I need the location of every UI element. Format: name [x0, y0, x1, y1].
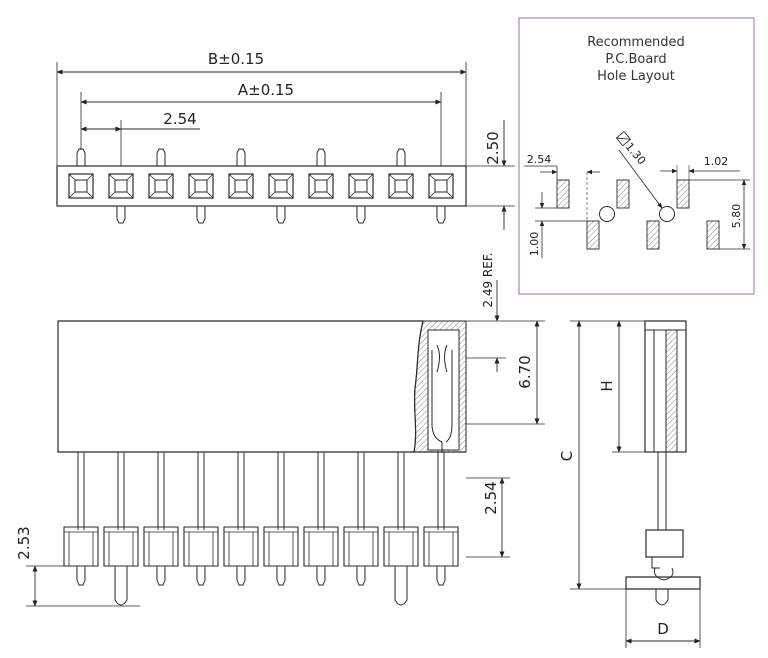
pin-spacer	[343, 526, 379, 567]
pin-spacer	[183, 526, 219, 567]
front-view	[26, 280, 545, 607]
pin-tip	[76, 148, 86, 166]
side-view	[570, 320, 701, 648]
pin-spacer	[143, 526, 179, 567]
pin-spacer	[303, 526, 339, 567]
socket-cell	[348, 173, 374, 199]
dim-670-label: 6.70	[516, 355, 534, 388]
pin-tail	[316, 566, 326, 586]
socket-cell-inner	[314, 179, 328, 193]
socket-cell-inner	[114, 179, 128, 193]
socket-cell	[68, 173, 94, 199]
socket-cell	[388, 173, 414, 199]
side-foot	[625, 576, 701, 590]
pcb-hole	[659, 206, 675, 222]
dim-c-label: C	[558, 451, 576, 461]
pin-tip	[436, 206, 446, 224]
dim-d-label: D	[657, 620, 669, 638]
pcb-title-line-2: P.C.Board	[605, 52, 666, 67]
pin-tail	[356, 566, 366, 586]
socket-cell-inner	[234, 179, 248, 193]
pcb-pad-span-label: 5.80	[730, 204, 743, 229]
socket-cell-inner	[74, 179, 88, 193]
socket-cell	[308, 173, 334, 199]
pcb-pad	[676, 179, 690, 209]
pcb-hole	[599, 206, 615, 222]
pcb-layout-panel: Recommended P.C.Board Hole Layout	[518, 17, 755, 295]
top-view	[56, 62, 515, 230]
socket-cell	[268, 173, 294, 199]
pcb-title-line-1: Recommended	[587, 35, 685, 50]
pcb-pad	[616, 179, 630, 209]
pin-tail	[236, 566, 246, 586]
dim-ref-label: 2.49 REF.	[481, 252, 495, 307]
socket-cell-inner	[434, 179, 448, 193]
pin-tip	[316, 148, 326, 166]
pin-tail	[436, 566, 446, 586]
pin-tail	[114, 566, 128, 606]
pin-tail	[276, 566, 286, 586]
pin-spacer	[103, 526, 139, 567]
dim-254-label: 2.54	[482, 481, 500, 514]
socket-cell-inner	[394, 179, 408, 193]
pin-tail	[156, 566, 166, 586]
pin-spacer	[263, 526, 299, 567]
pcb-pad-width-label: 1.02	[704, 155, 729, 168]
pcb-pad	[586, 220, 600, 250]
pin-tip	[116, 206, 126, 224]
pin-tip	[276, 206, 286, 224]
socket-cell-inner	[354, 179, 368, 193]
diameter-icon	[615, 131, 632, 147]
pcb-hole-dia-label: 1.30	[623, 140, 649, 167]
header-body-top	[56, 165, 467, 207]
socket-cell-inner	[194, 179, 208, 193]
dim-253-label: 2.53	[15, 526, 33, 559]
pcb-row-offset-label: 1.00	[528, 232, 541, 257]
pin-tail	[196, 566, 206, 586]
pcb-pad	[706, 220, 720, 250]
socket-cell-inner	[154, 179, 168, 193]
pin-tail	[76, 566, 86, 586]
dim-height-top-label: 2.50	[484, 131, 502, 164]
dim-pitch-label: 2.54	[163, 110, 196, 128]
pin-tip	[236, 148, 246, 166]
dim-b-label: B±0.15	[208, 50, 264, 68]
pcb-title-line-3: Hole Layout	[597, 69, 675, 84]
socket-cell	[228, 173, 254, 199]
pin-tip	[156, 148, 166, 166]
pin-tail	[394, 566, 408, 606]
dim-a-label: A±0.15	[238, 81, 294, 99]
pin-spacer	[383, 526, 419, 567]
pcb-pitch-label: 2.54	[527, 153, 552, 166]
side-spacer	[645, 529, 684, 558]
pin-tip	[396, 148, 406, 166]
pcb-pad	[556, 179, 570, 209]
pcb-layout-frame	[518, 17, 755, 295]
socket-cell	[148, 173, 174, 199]
pin-spacer	[223, 526, 259, 567]
pin-spacer	[63, 526, 99, 567]
pin-tip	[356, 206, 366, 224]
pin-spacer	[423, 526, 459, 567]
socket-cell-inner	[274, 179, 288, 193]
dim-h-label: H	[598, 380, 616, 391]
pcb-pad	[646, 220, 660, 250]
housing-front	[57, 320, 424, 453]
socket-cell	[428, 173, 454, 199]
pin-tip	[196, 206, 206, 224]
socket-cell	[108, 173, 134, 199]
socket-cell	[188, 173, 214, 199]
